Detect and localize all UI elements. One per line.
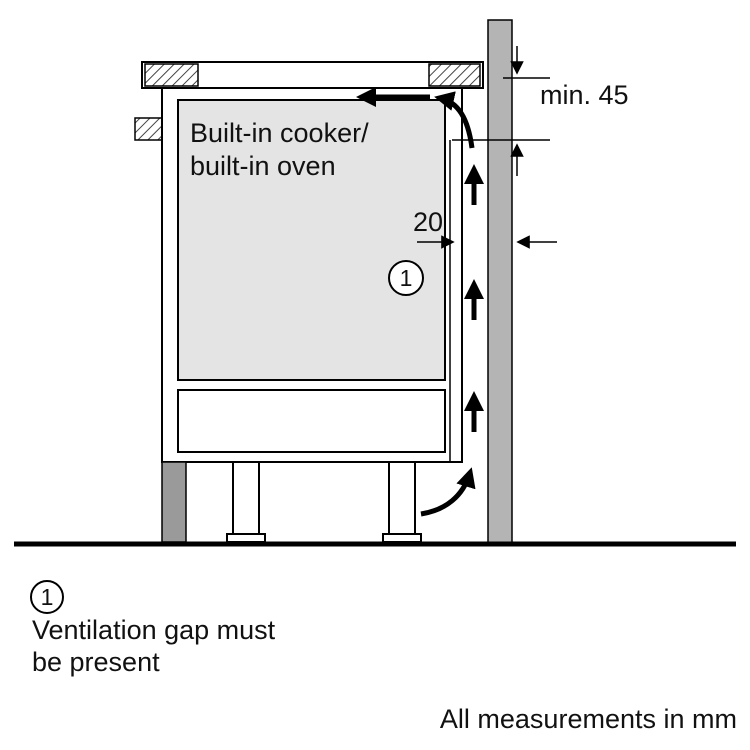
cabinet-leg-left [232, 461, 260, 535]
legend-line-2: be present [32, 647, 160, 677]
legend-1-number: 1 [41, 584, 54, 610]
oven-label-line-2: built-in oven [190, 151, 336, 181]
oven-label-line-1: Built-in cooker/ [190, 118, 369, 148]
worktop-hatch-right [428, 63, 481, 87]
dim-min45-label: min. 45 [540, 80, 629, 110]
worktop-side-trim [134, 117, 164, 141]
callout-1-number: 1 [400, 265, 413, 291]
dim-20-label: 20 [413, 207, 443, 237]
wall [487, 19, 513, 545]
drawer-front [177, 389, 446, 453]
legend-1-circle [30, 580, 64, 614]
airflow-arrow-bottom-curve [420, 467, 476, 517]
units-note: All measurements in mm [440, 704, 737, 734]
legend-line-1: Ventilation gap must [32, 615, 276, 645]
oven-box [177, 99, 446, 381]
cabinet-foot-right [382, 533, 422, 543]
cabinet-foot-left [226, 533, 266, 543]
callout-1-circle [388, 260, 424, 296]
cabinet-leg-right [388, 461, 416, 535]
left-support-column [161, 461, 187, 543]
worktop-hatch-left [144, 63, 199, 87]
